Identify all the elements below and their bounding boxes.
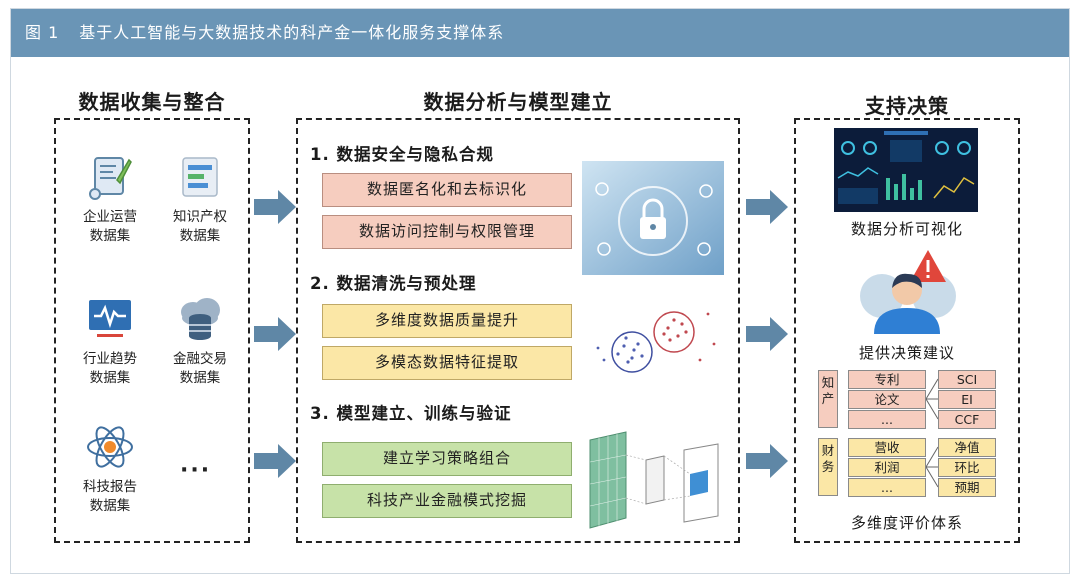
arrow-right-icon bbox=[254, 444, 296, 478]
dataset-industry-line2: 数据集 bbox=[89, 370, 131, 386]
dataset-finance: 金融交易 数据集 bbox=[152, 292, 248, 388]
item-feature-extract: 多模态数据特征提取 bbox=[322, 346, 572, 380]
item-access-control: 数据访问控制与权限管理 bbox=[322, 215, 572, 249]
arrow-right-icon bbox=[746, 317, 788, 351]
dataset-tech-line2: 数据集 bbox=[89, 498, 131, 514]
knowledge-side-label: 知产 bbox=[818, 370, 838, 428]
middle-column-title: 数据分析与模型建立 bbox=[423, 90, 613, 114]
figure-title: 基于人工智能与大数据技术的科产金一体化服务支撑体系 bbox=[79, 23, 505, 42]
section-security-title: 1. 数据安全与隐私合规 bbox=[310, 145, 494, 164]
dashboard-visualization-image bbox=[834, 128, 978, 212]
knowledge-item-paper: 论文 bbox=[848, 390, 926, 409]
arrow-right-icon bbox=[746, 444, 788, 478]
section-model-title: 3. 模型建立、训练与验证 bbox=[310, 404, 512, 423]
item-learning-strategy: 建立学习策略组合 bbox=[322, 442, 572, 476]
finance-item-more: ... bbox=[848, 478, 926, 497]
right-column-title: 支持决策 bbox=[865, 94, 949, 118]
person-question-icon bbox=[860, 250, 956, 334]
dataset-ip-line1: 知识产权 bbox=[173, 209, 227, 225]
figure-title-bar: 图 1 基于人工智能与大数据技术的科产金一体化服务支撑体系 bbox=[11, 9, 1069, 57]
knowledge-output-sci: SCI bbox=[938, 370, 996, 389]
cloud-database-icon bbox=[181, 298, 220, 340]
knowledge-output-ei: EI bbox=[938, 390, 996, 409]
dataset-finance-line1: 金融交易 bbox=[173, 351, 227, 367]
finance-output-net: 净值 bbox=[938, 438, 996, 457]
neural-conv-image bbox=[589, 431, 719, 529]
item-anonymization: 数据匿名化和去标识化 bbox=[322, 173, 572, 207]
arrow-right-icon bbox=[254, 190, 296, 224]
arrow-right-icon bbox=[746, 190, 788, 224]
viz-caption: 数据分析可视化 bbox=[850, 220, 963, 238]
eval-connectors bbox=[926, 378, 938, 488]
finance-output-mom: 环比 bbox=[938, 458, 996, 477]
finance-item-revenue: 营收 bbox=[848, 438, 926, 457]
dataset-industry-line1: 行业趋势 bbox=[83, 351, 137, 367]
document-icon bbox=[182, 157, 218, 197]
cluster-scatter-image bbox=[596, 311, 716, 373]
knowledge-item-patent: 专利 bbox=[848, 370, 926, 389]
scroll-icon bbox=[89, 157, 132, 200]
dataset-ip-line2: 数据集 bbox=[179, 228, 221, 244]
dataset-ip: 知识产权 数据集 bbox=[152, 150, 248, 246]
dataset-tech: 科技报告 数据集 bbox=[62, 420, 158, 516]
item-quality-improve: 多维度数据质量提升 bbox=[322, 304, 572, 338]
advice-caption: 提供决策建议 bbox=[858, 344, 955, 362]
atom-icon bbox=[87, 426, 133, 468]
dataset-enterprise-line1: 企业运营 bbox=[83, 209, 137, 225]
dataset-enterprise-line2: 数据集 bbox=[89, 228, 131, 244]
left-column-title: 数据收集与整合 bbox=[78, 90, 226, 114]
finance-side-label: 财务 bbox=[818, 438, 838, 496]
dataset-industry: 行业趋势 数据集 bbox=[62, 292, 158, 388]
figure-label: 图 1 bbox=[25, 23, 60, 42]
eval-caption: 多维度评价体系 bbox=[850, 514, 963, 532]
finance-output-expect: 预期 bbox=[938, 478, 996, 497]
dataset-tech-line1: 科技报告 bbox=[83, 479, 137, 495]
section-cleaning-title: 2. 数据清洗与预处理 bbox=[310, 274, 477, 293]
dataset-enterprise: 企业运营 数据集 bbox=[62, 150, 158, 246]
more-datasets-ellipsis: ··· bbox=[180, 458, 212, 483]
security-lock-image bbox=[582, 161, 724, 275]
knowledge-output-ccf: CCF bbox=[938, 410, 996, 429]
item-pattern-mining: 科技产业金融模式挖掘 bbox=[322, 484, 572, 518]
knowledge-item-more: ... bbox=[848, 410, 926, 429]
monitor-pulse-icon bbox=[89, 300, 131, 337]
dataset-finance-line2: 数据集 bbox=[179, 370, 221, 386]
finance-item-profit: 利润 bbox=[848, 458, 926, 477]
arrow-right-icon bbox=[254, 317, 296, 351]
